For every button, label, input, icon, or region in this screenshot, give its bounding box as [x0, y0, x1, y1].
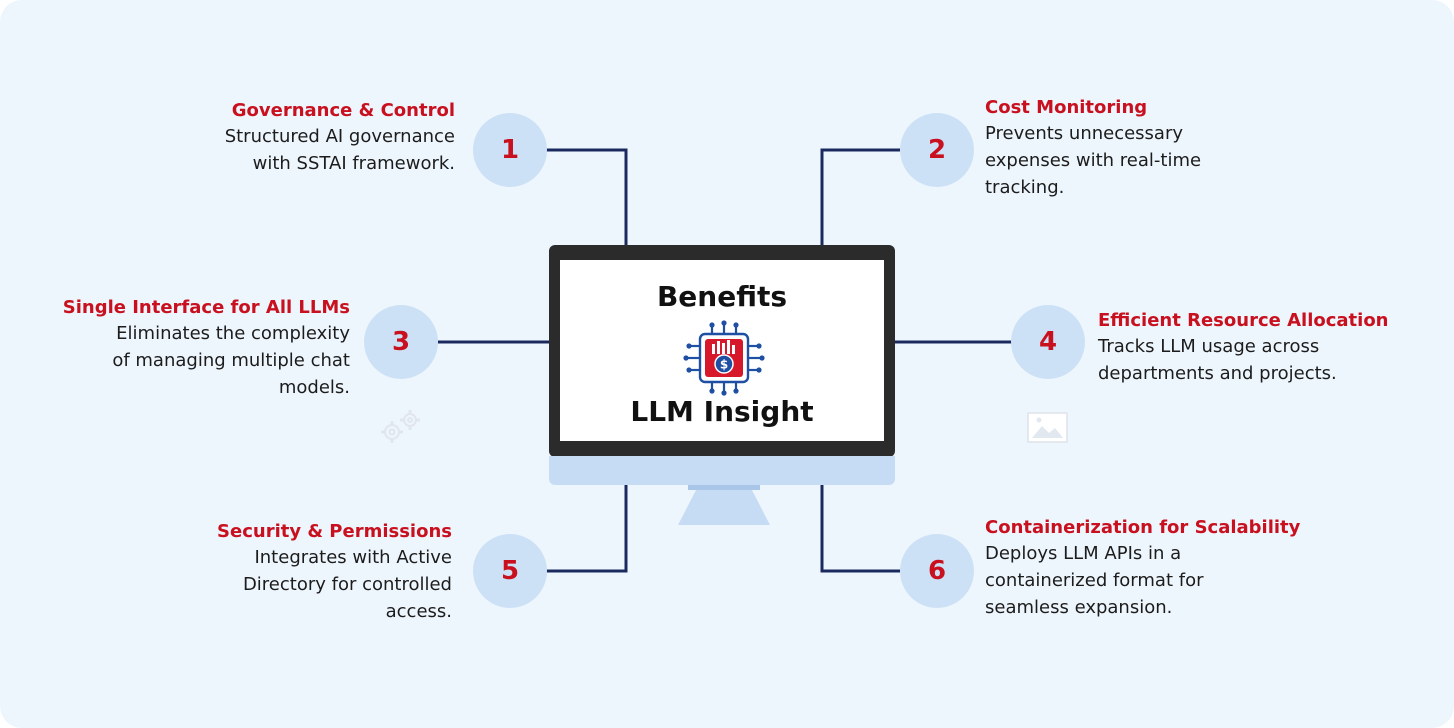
benefit-2-line-2: expenses with real-time: [985, 150, 1202, 171]
gears-icon: [378, 408, 424, 451]
monitor: Benefits: [549, 245, 895, 457]
benefit-5-number-circle: 5: [473, 534, 547, 608]
image-placeholder-icon: [1027, 412, 1068, 448]
benefit-3-line-2: of managing multiple chat: [112, 350, 350, 371]
monitor-screen: Benefits: [560, 260, 884, 441]
benefit-6-line-3: seamless expansion.: [985, 597, 1173, 618]
benefit-4: Efficient Resource Allocation Tracks LLM…: [1098, 309, 1448, 387]
benefit-3-line-1: Eliminates the complexity: [116, 323, 350, 344]
connector-1: [546, 148, 628, 245]
benefit-1-number-circle: 1: [473, 113, 547, 187]
llm-chip-icon: $: [682, 320, 766, 401]
benefit-1: Governance & Control Structured AI gover…: [75, 99, 455, 177]
benefit-3-title: Single Interface for All LLMs: [62, 297, 350, 318]
connector-6: [820, 485, 900, 573]
benefit-6-line-1: Deploys LLM APIs in a: [985, 543, 1182, 564]
benefit-1-line-1: Structured AI governance: [224, 126, 455, 147]
benefit-2: Cost Monitoring Prevents unnecessary exp…: [985, 96, 1365, 201]
diagram-heading: Benefits: [656, 280, 788, 313]
benefit-2-title: Cost Monitoring: [985, 97, 1148, 118]
connector-5: [546, 485, 628, 573]
benefit-6-line-2: containerized format for: [985, 570, 1204, 591]
benefit-4-title: Efficient Resource Allocation: [1098, 310, 1389, 331]
connector-2: [820, 148, 900, 245]
benefit-6-title: Containerization for Scalability: [985, 517, 1301, 538]
monitor-chin: [549, 456, 895, 485]
svg-text:$: $: [720, 358, 728, 372]
benefit-5: Security & Permissions Integrates with A…: [72, 520, 452, 625]
benefit-3-number-circle: 3: [364, 305, 438, 379]
benefit-2-number-circle: 2: [900, 113, 974, 187]
benefit-1-line-2: with SSTAI framework.: [252, 153, 455, 174]
benefit-5-line-2: Directory for controlled: [242, 574, 452, 595]
product-name: LLM Insight: [630, 395, 814, 428]
benefit-4-line-1: Tracks LLM usage across: [1098, 336, 1320, 357]
monitor-stand: [666, 485, 782, 527]
benefit-6-number-circle: 6: [900, 534, 974, 608]
benefit-2-line-1: Prevents unnecessary: [985, 123, 1184, 144]
benefit-1-title: Governance & Control: [231, 100, 455, 121]
benefit-3: Single Interface for All LLMs Eliminates…: [0, 296, 350, 401]
benefit-5-line-1: Integrates with Active: [254, 547, 452, 568]
benefit-3-line-3: models.: [278, 377, 350, 398]
benefit-4-line-2: departments and projects.: [1098, 363, 1337, 384]
benefit-2-line-3: tracking.: [985, 177, 1065, 198]
benefit-5-line-3: access.: [385, 601, 452, 622]
benefit-6: Containerization for Scalability Deploys…: [985, 516, 1365, 621]
benefit-4-number-circle: 4: [1011, 305, 1085, 379]
benefit-5-title: Security & Permissions: [217, 521, 452, 542]
